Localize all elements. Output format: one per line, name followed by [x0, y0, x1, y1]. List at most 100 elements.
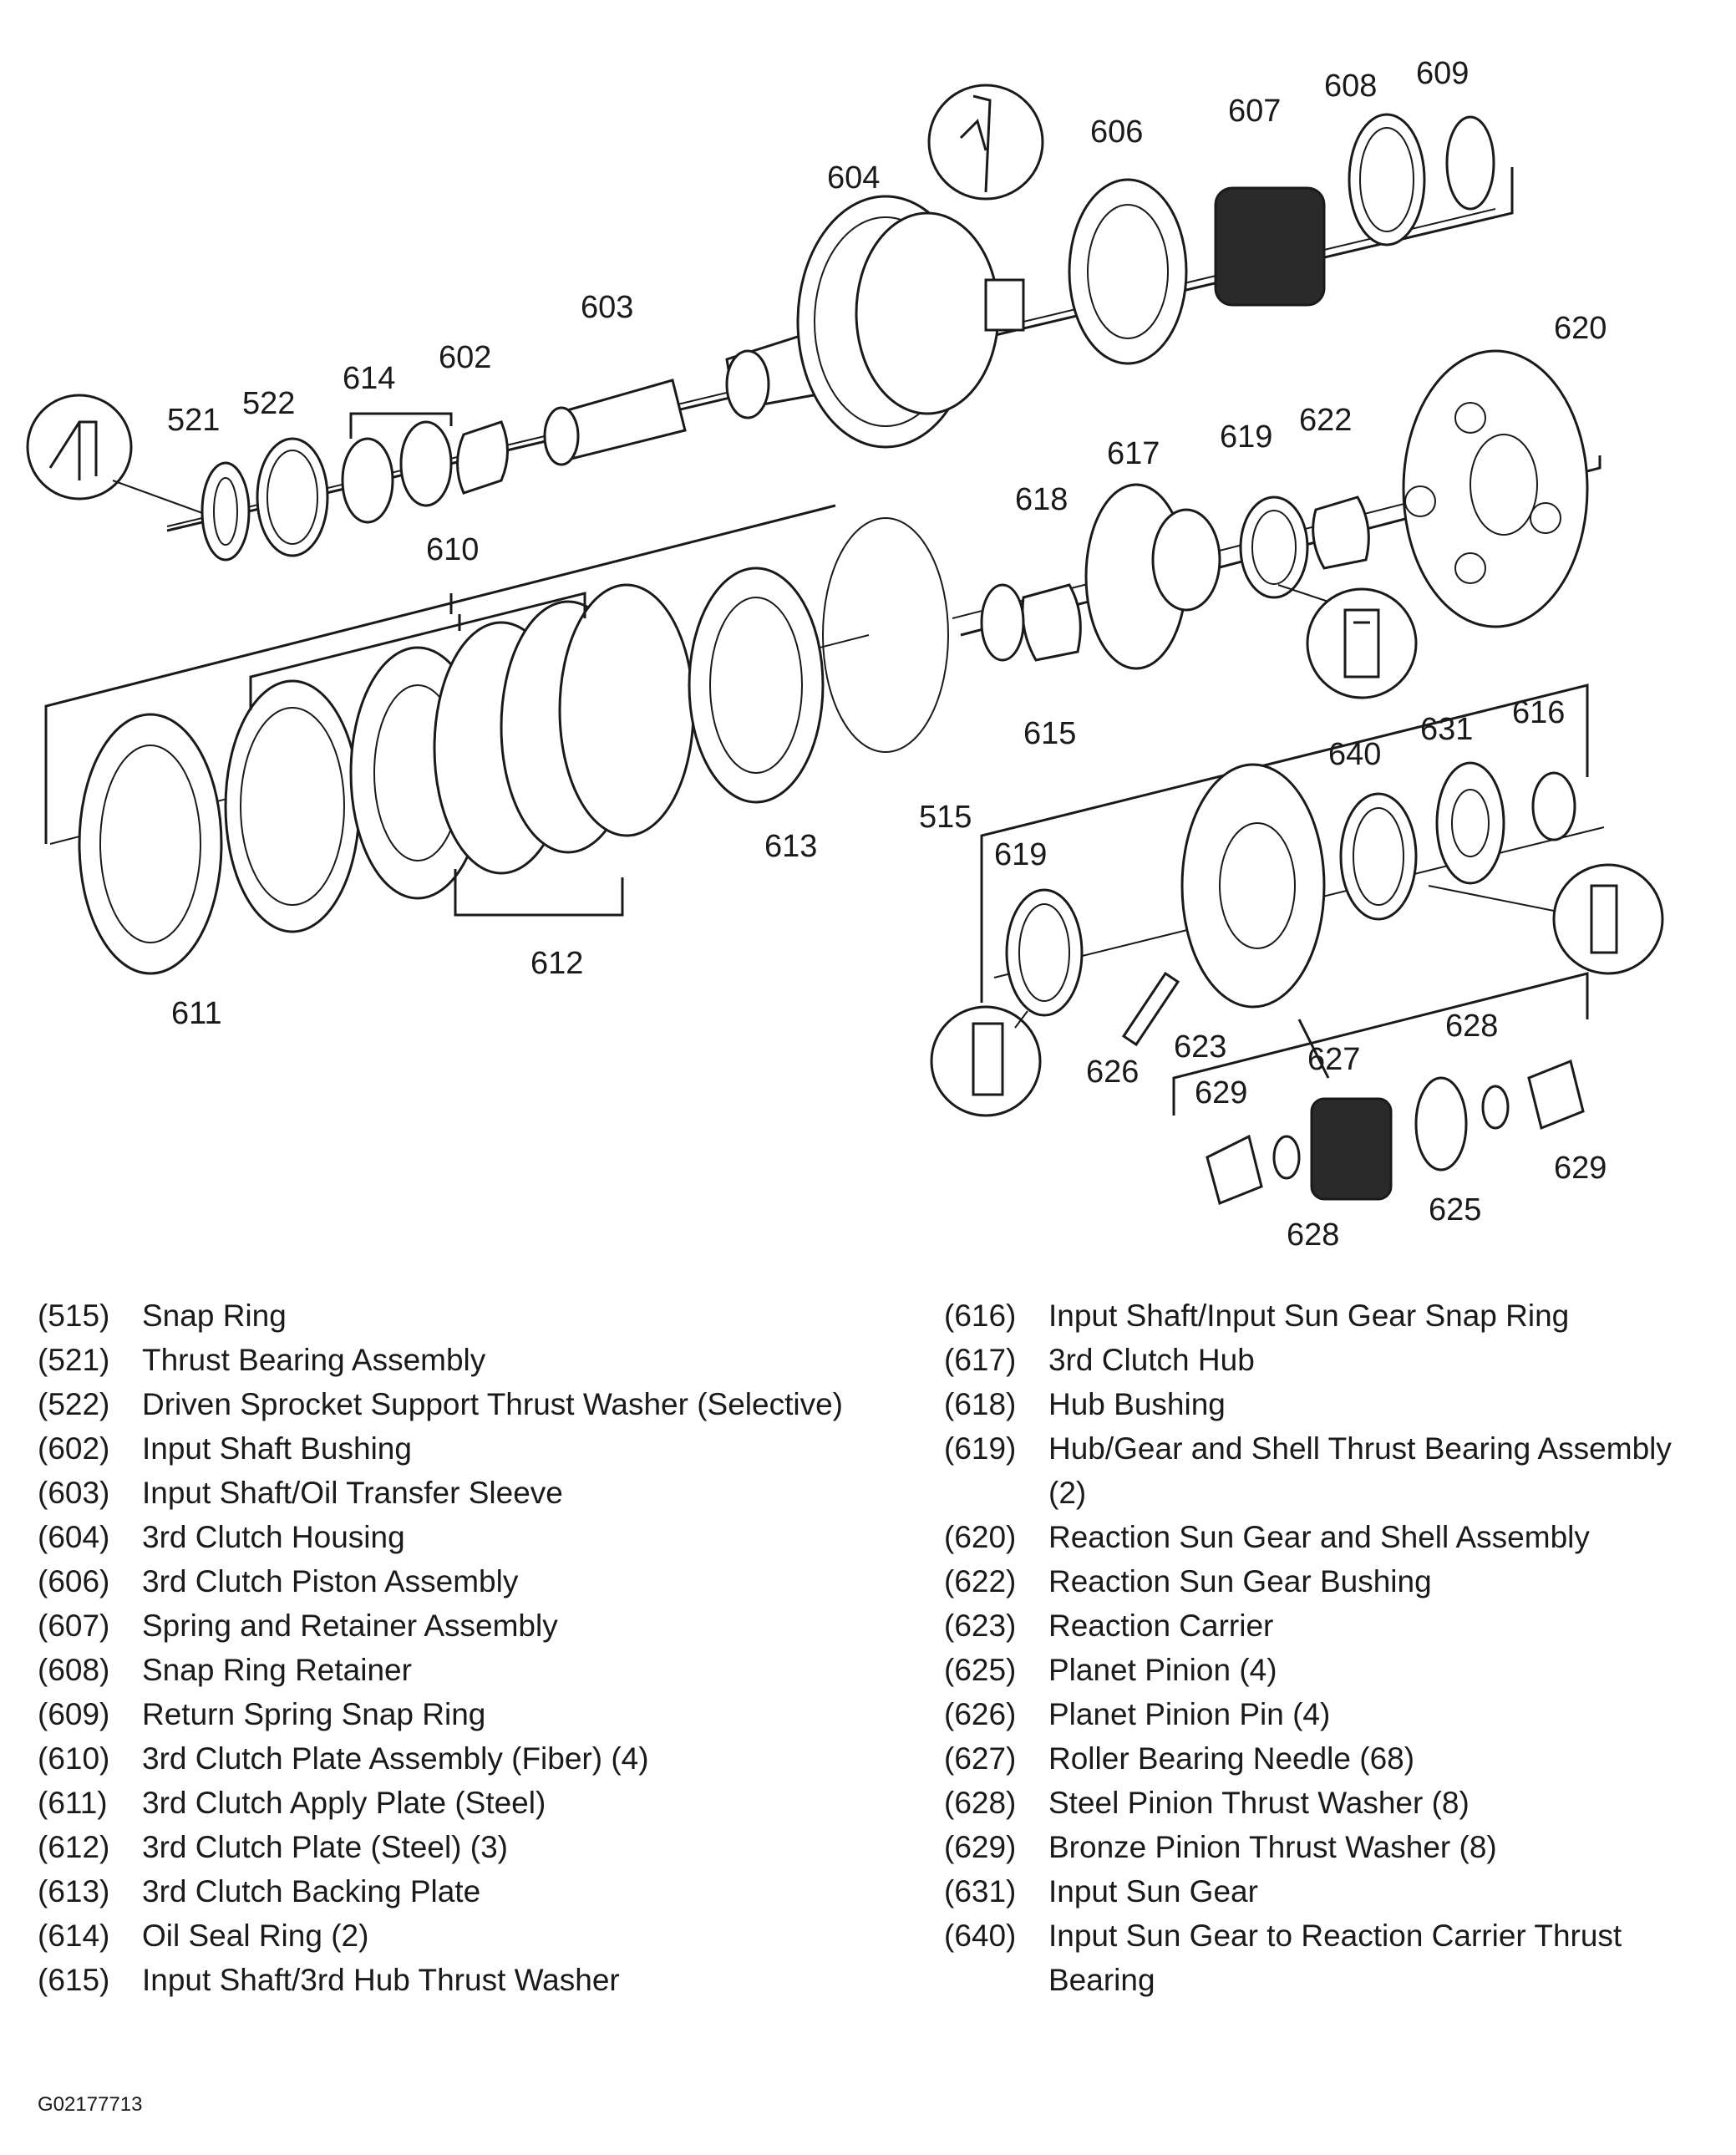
- legend-description: 3rd Clutch Piston Assembly: [142, 1564, 519, 1598]
- legend-item: (628)Steel Pinion Thrust Washer (8): [944, 1781, 1713, 1825]
- legend-item: (610) 3rd Clutch Plate Assembly (Fiber) (…: [38, 1736, 906, 1781]
- legend-item: (618) Hub Bushing: [944, 1382, 1713, 1426]
- legend-description: Hub Bushing: [1048, 1387, 1226, 1421]
- legend-code: (604): [38, 1520, 110, 1554]
- legend-description: Reaction Sun Gear Bushing: [1048, 1564, 1432, 1598]
- legend-description: Roller Bearing Needle (68): [1048, 1741, 1415, 1776]
- legend-description: Input Shaft/3rd Hub Thrust Washer: [142, 1963, 620, 1997]
- callout-612: 612: [530, 946, 583, 981]
- legend-item: (625)Planet Pinion (4): [944, 1648, 1713, 1692]
- legend-code: (607): [38, 1609, 110, 1643]
- legend-code: (606): [38, 1564, 110, 1598]
- legend-code: (611): [38, 1786, 108, 1820]
- callout-629-right: 629: [1554, 1151, 1607, 1186]
- legend-description: 3rd Clutch Backing Plate: [142, 1874, 481, 1908]
- legend-description: 3rd Clutch Housing: [142, 1520, 405, 1554]
- parts-legend-right: (616) Input Shaft/Input Sun Gear Snap Rin…: [944, 1294, 1713, 2002]
- legend-description: Input Shaft/Input Sun Gear Snap Ring: [1048, 1299, 1570, 1333]
- legend-item: (602)Input Shaft Bushing: [38, 1426, 906, 1471]
- legend-description: Input Sun Gear to Reaction Carrier Thrus…: [1048, 1919, 1622, 1997]
- legend-description: Reaction Carrier: [1048, 1609, 1274, 1643]
- legend-description: Reaction Sun Gear and Shell Assembly: [1048, 1520, 1590, 1554]
- callout-629-left: 629: [1195, 1075, 1247, 1111]
- legend-item: (604) 3rd Clutch Housing: [38, 1515, 906, 1559]
- legend-description: Snap Ring: [142, 1299, 287, 1333]
- legend-code: (626): [944, 1697, 1017, 1731]
- legend-item: (626) Planet Pinion Pin (4): [944, 1692, 1713, 1736]
- legend-code: (610): [38, 1741, 110, 1776]
- legend-item: (617)3rd Clutch Hub: [944, 1338, 1713, 1382]
- callout-604: 604: [827, 160, 880, 196]
- callout-625: 625: [1429, 1192, 1481, 1227]
- legend-code: (631): [944, 1874, 1017, 1908]
- legend-code: (640): [944, 1919, 1017, 1953]
- legend-code: (619): [944, 1431, 1017, 1466]
- legend-item: (609)Return Spring Snap Ring: [38, 1692, 906, 1736]
- callout-616: 616: [1512, 695, 1565, 730]
- legend-code: (616): [944, 1299, 1017, 1333]
- legend-code: (618): [944, 1387, 1017, 1421]
- legend-description: Driven Sprocket Support Thrust Washer (S…: [142, 1387, 843, 1421]
- legend-code: (521): [38, 1343, 110, 1377]
- legend-description: 3rd Clutch Plate Assembly (Fiber) (4): [142, 1741, 649, 1776]
- legend-description: Planet Pinion Pin (4): [1048, 1697, 1331, 1731]
- legend-code: (613): [38, 1874, 110, 1908]
- legend-item: (615) Input Shaft/3rd Hub Thrust Washer: [38, 1958, 906, 2002]
- legend-item: (613) 3rd Clutch Backing Plate: [38, 1869, 906, 1914]
- legend-code: (608): [38, 1653, 110, 1687]
- legend-code: (627): [944, 1741, 1017, 1776]
- callout-609: 609: [1416, 56, 1469, 91]
- legend-description: Thrust Bearing Assembly: [142, 1343, 486, 1377]
- legend-item: (611) 3rd Clutch Apply Plate (Steel): [38, 1781, 906, 1825]
- legend-description: Input Shaft Bushing: [142, 1431, 412, 1466]
- legend-item: (629)Bronze Pinion Thrust Washer (8): [944, 1825, 1713, 1869]
- legend-code: (620): [944, 1520, 1017, 1554]
- callout-610: 610: [426, 532, 479, 567]
- callout-607: 607: [1228, 94, 1281, 129]
- legend-code: (522): [38, 1387, 110, 1421]
- clutch-plates-assembly: [44, 504, 949, 975]
- legend-item: (620) Reaction Sun Gear and Shell Assembl…: [944, 1515, 1713, 1559]
- legend-description: Hub/Gear and Shell Thrust Bearing Assemb…: [1048, 1431, 1672, 1510]
- legend-code: (614): [38, 1919, 110, 1953]
- legend-item: (515)Snap Ring: [38, 1294, 906, 1338]
- legend-item: (616) Input Shaft/Input Sun Gear Snap Rin…: [944, 1294, 1713, 1338]
- legend-code: (615): [38, 1963, 110, 1997]
- callout-620: 620: [1554, 311, 1607, 346]
- legend-item: (622)Reaction Sun Gear Bushing: [944, 1559, 1713, 1604]
- legend-description: Input Sun Gear: [1048, 1874, 1258, 1908]
- legend-description: 3rd Clutch Apply Plate (Steel): [142, 1786, 546, 1820]
- legend-item: (619) Hub/Gear and Shell Thrust Bearing A…: [944, 1426, 1713, 1515]
- legend-code: (623): [944, 1609, 1017, 1643]
- middle-right-assembly: [952, 349, 1601, 699]
- callout-515: 515: [919, 800, 972, 835]
- callout-640: 640: [1328, 737, 1381, 772]
- top-assembly: [26, 84, 1514, 562]
- callout-622: 622: [1299, 403, 1352, 438]
- legend-item: (612) 3rd Clutch Plate (Steel) (3): [38, 1825, 906, 1869]
- legend-description: Spring and Retainer Assembly: [142, 1609, 558, 1643]
- legend-item: (623) Reaction Carrier: [944, 1604, 1713, 1648]
- legend-item: (631) Input Sun Gear: [944, 1869, 1713, 1914]
- legend-item: (603) Input Shaft/Oil Transfer Sleeve: [38, 1471, 906, 1515]
- callout-611: 611: [171, 996, 222, 1031]
- legend-description: Planet Pinion (4): [1048, 1653, 1277, 1687]
- legend-description: Input Shaft/Oil Transfer Sleeve: [142, 1476, 563, 1510]
- legend-description: 3rd Clutch Plate (Steel) (3): [142, 1830, 509, 1864]
- figure-id: G02177713: [38, 2093, 143, 2116]
- callout-628-upper: 628: [1445, 1009, 1498, 1044]
- parts-legend-left: (515)Snap Ring (521) Thrust Bearing Assemb…: [38, 1294, 906, 2002]
- legend-code: (603): [38, 1476, 110, 1510]
- callout-614: 614: [343, 361, 395, 396]
- callout-626: 626: [1086, 1055, 1139, 1090]
- legend-code: (617): [944, 1343, 1017, 1377]
- exploded-view-diagram: 604 606 607 608 609 603 602 614 522 521 …: [26, 56, 1664, 1253]
- legend-item: (614)Oil Seal Ring (2): [38, 1914, 906, 1958]
- callout-522: 522: [242, 386, 295, 421]
- reaction-carrier-assembly: [930, 684, 1664, 1206]
- legend-code: (612): [38, 1830, 110, 1864]
- legend-item: (607) Spring and Retainer Assembly: [38, 1604, 906, 1648]
- callout-labels: 604 606 607 608 609 603 602 614 522 521 …: [167, 56, 1607, 1253]
- legend-description: Snap Ring Retainer: [142, 1653, 412, 1687]
